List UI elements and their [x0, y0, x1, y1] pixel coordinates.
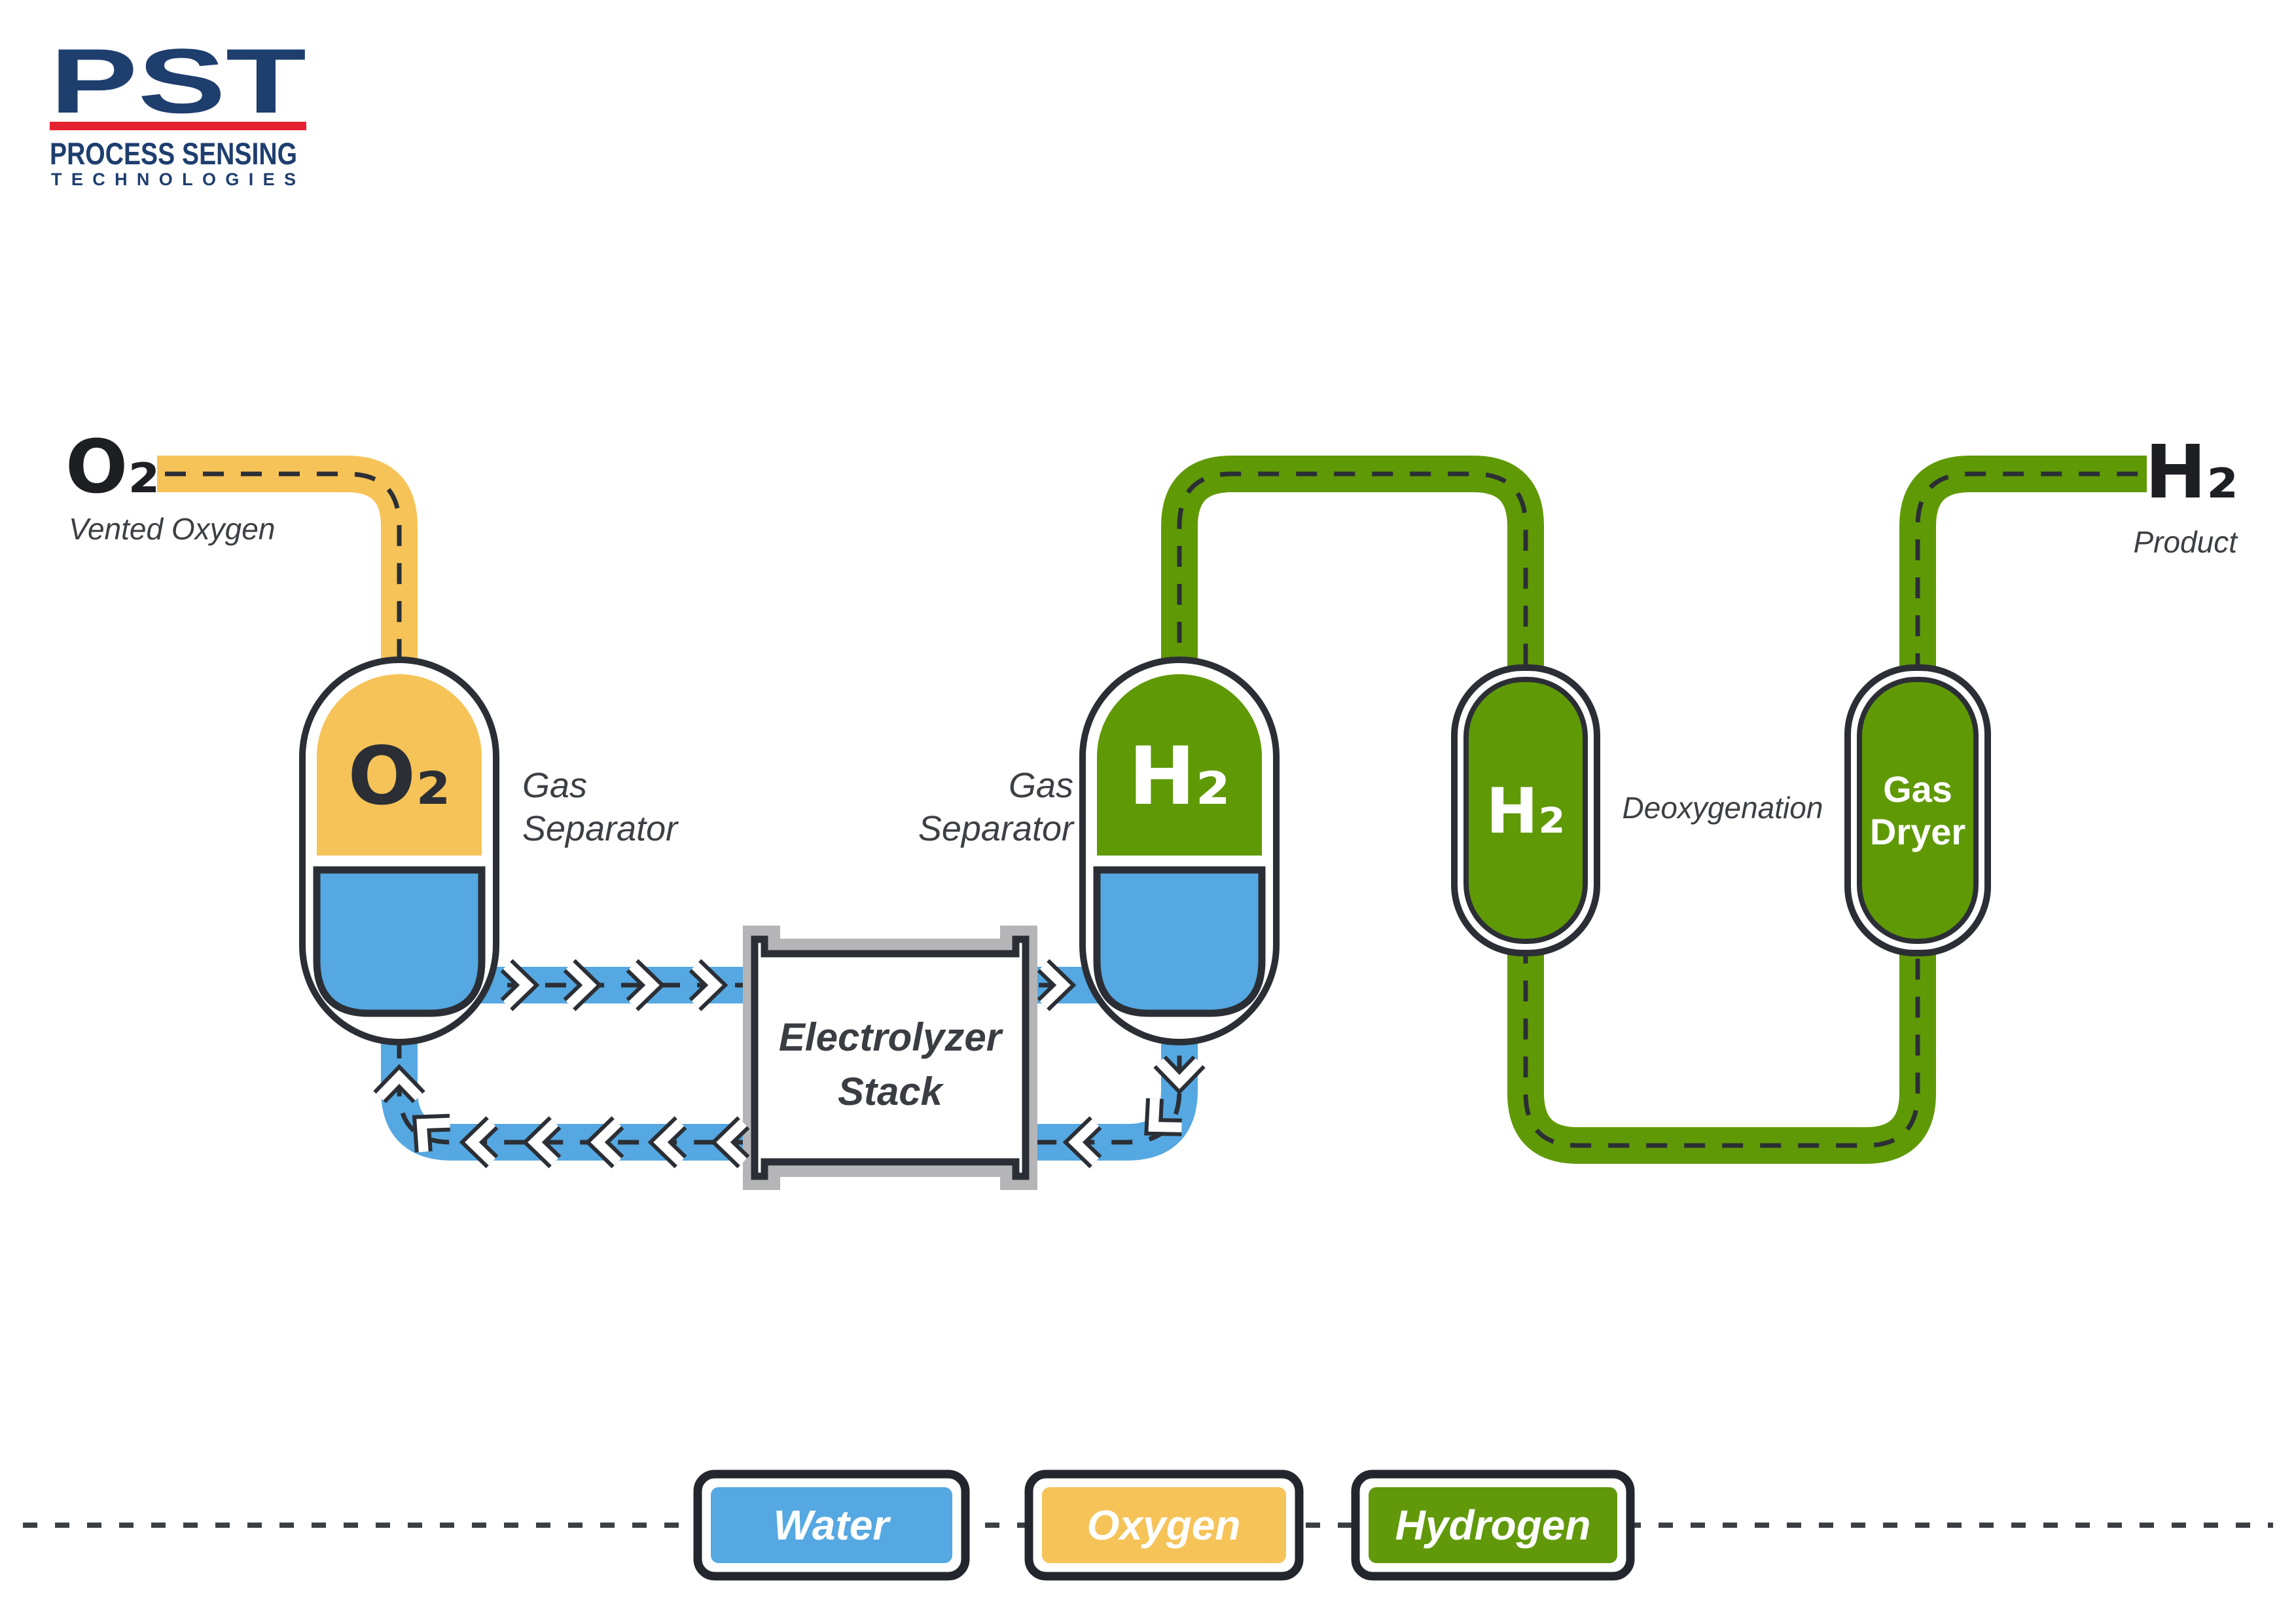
h2-separator-water-section — [1093, 866, 1266, 1017]
electrolyzer-label-line1: Electrolyzer — [779, 1015, 1004, 1059]
legend-water-swatch — [711, 1487, 952, 1563]
vented-oxygen-caption: Vented Oxygen — [69, 512, 275, 546]
h2-separator-tag: H₂ — [1128, 730, 1230, 823]
gas-dryer-label-line2: Dryer — [1870, 811, 1965, 852]
dryer-to-product-pipe-dash — [1915, 471, 2142, 674]
vented-oxygen-pipe — [157, 456, 418, 681]
stream-labels: O₂ Vented Oxygen H₂ Product Gas Separato… — [65, 425, 2238, 848]
deoxygenation-caption: Deoxygenation — [1623, 791, 1823, 825]
legend-item-water: Water — [693, 1470, 970, 1581]
electrolyzer-frame-liner — [751, 935, 1030, 1180]
gas-dryer-body — [1857, 677, 1979, 944]
legend-item-hydrogen: Hydrogen — [1351, 1470, 1635, 1581]
vented-oxygen-gas-label: O₂ — [65, 425, 160, 510]
legend-hydrogen-swatch — [1369, 1487, 1617, 1563]
h2-separator-gas-section — [1097, 674, 1262, 856]
legend-hydrogen-label: Hydrogen — [1395, 1502, 1591, 1549]
legend-water-label: Water — [774, 1502, 891, 1549]
h2-gas-separator: H₂ — [1079, 657, 1280, 1045]
deoxygenation-vessel: H₂ — [1451, 664, 1600, 956]
pst-logo-red-bar — [50, 122, 306, 130]
o2-separator-gas-section — [317, 674, 482, 856]
gas-dryer-label-line1: Gas — [1883, 768, 1952, 810]
deoxygenation-body — [1463, 677, 1588, 944]
o2-separator-caption-line1: Gas — [522, 766, 587, 805]
electrolyzer-label-line2: Stack — [838, 1070, 944, 1113]
deox-to-dryer-pipe-dash — [1523, 943, 1920, 1148]
o2-separator-caption-line2: Separator — [522, 809, 679, 848]
gas-dryer-vessel: Gas Dryer — [1844, 664, 1991, 956]
product-caption: Product — [2133, 525, 2238, 559]
pst-logo: PST PROCESS SENSING TECHNOLOGIES — [50, 29, 306, 189]
h2-separator-caption-line1: Gas — [1009, 766, 1073, 805]
product-gas-label: H₂ — [2145, 430, 2238, 515]
electrolyzer-stack: Electrolyzer Stack — [743, 926, 1037, 1190]
pst-logo-line1: PROCESS SENSING — [50, 136, 297, 171]
legend: Water Oxygen Hydrogen — [23, 1470, 2273, 1581]
h2-separator-to-deox-pipe-dash — [1177, 471, 1528, 681]
legend-oxygen-swatch — [1042, 1487, 1286, 1563]
o2-separator-water-section — [313, 866, 486, 1017]
legend-item-oxygen: Oxygen — [1024, 1470, 1304, 1581]
o2-gas-separator: O₂ — [299, 657, 499, 1045]
o2-separator-tag: O₂ — [348, 730, 450, 823]
deoxygenation-tag: H₂ — [1486, 776, 1565, 848]
legend-oxygen-label: Oxygen — [1087, 1502, 1241, 1549]
h2-separator-caption-line2: Separator — [918, 809, 1075, 848]
pst-logo-brand: PST — [50, 29, 306, 132]
